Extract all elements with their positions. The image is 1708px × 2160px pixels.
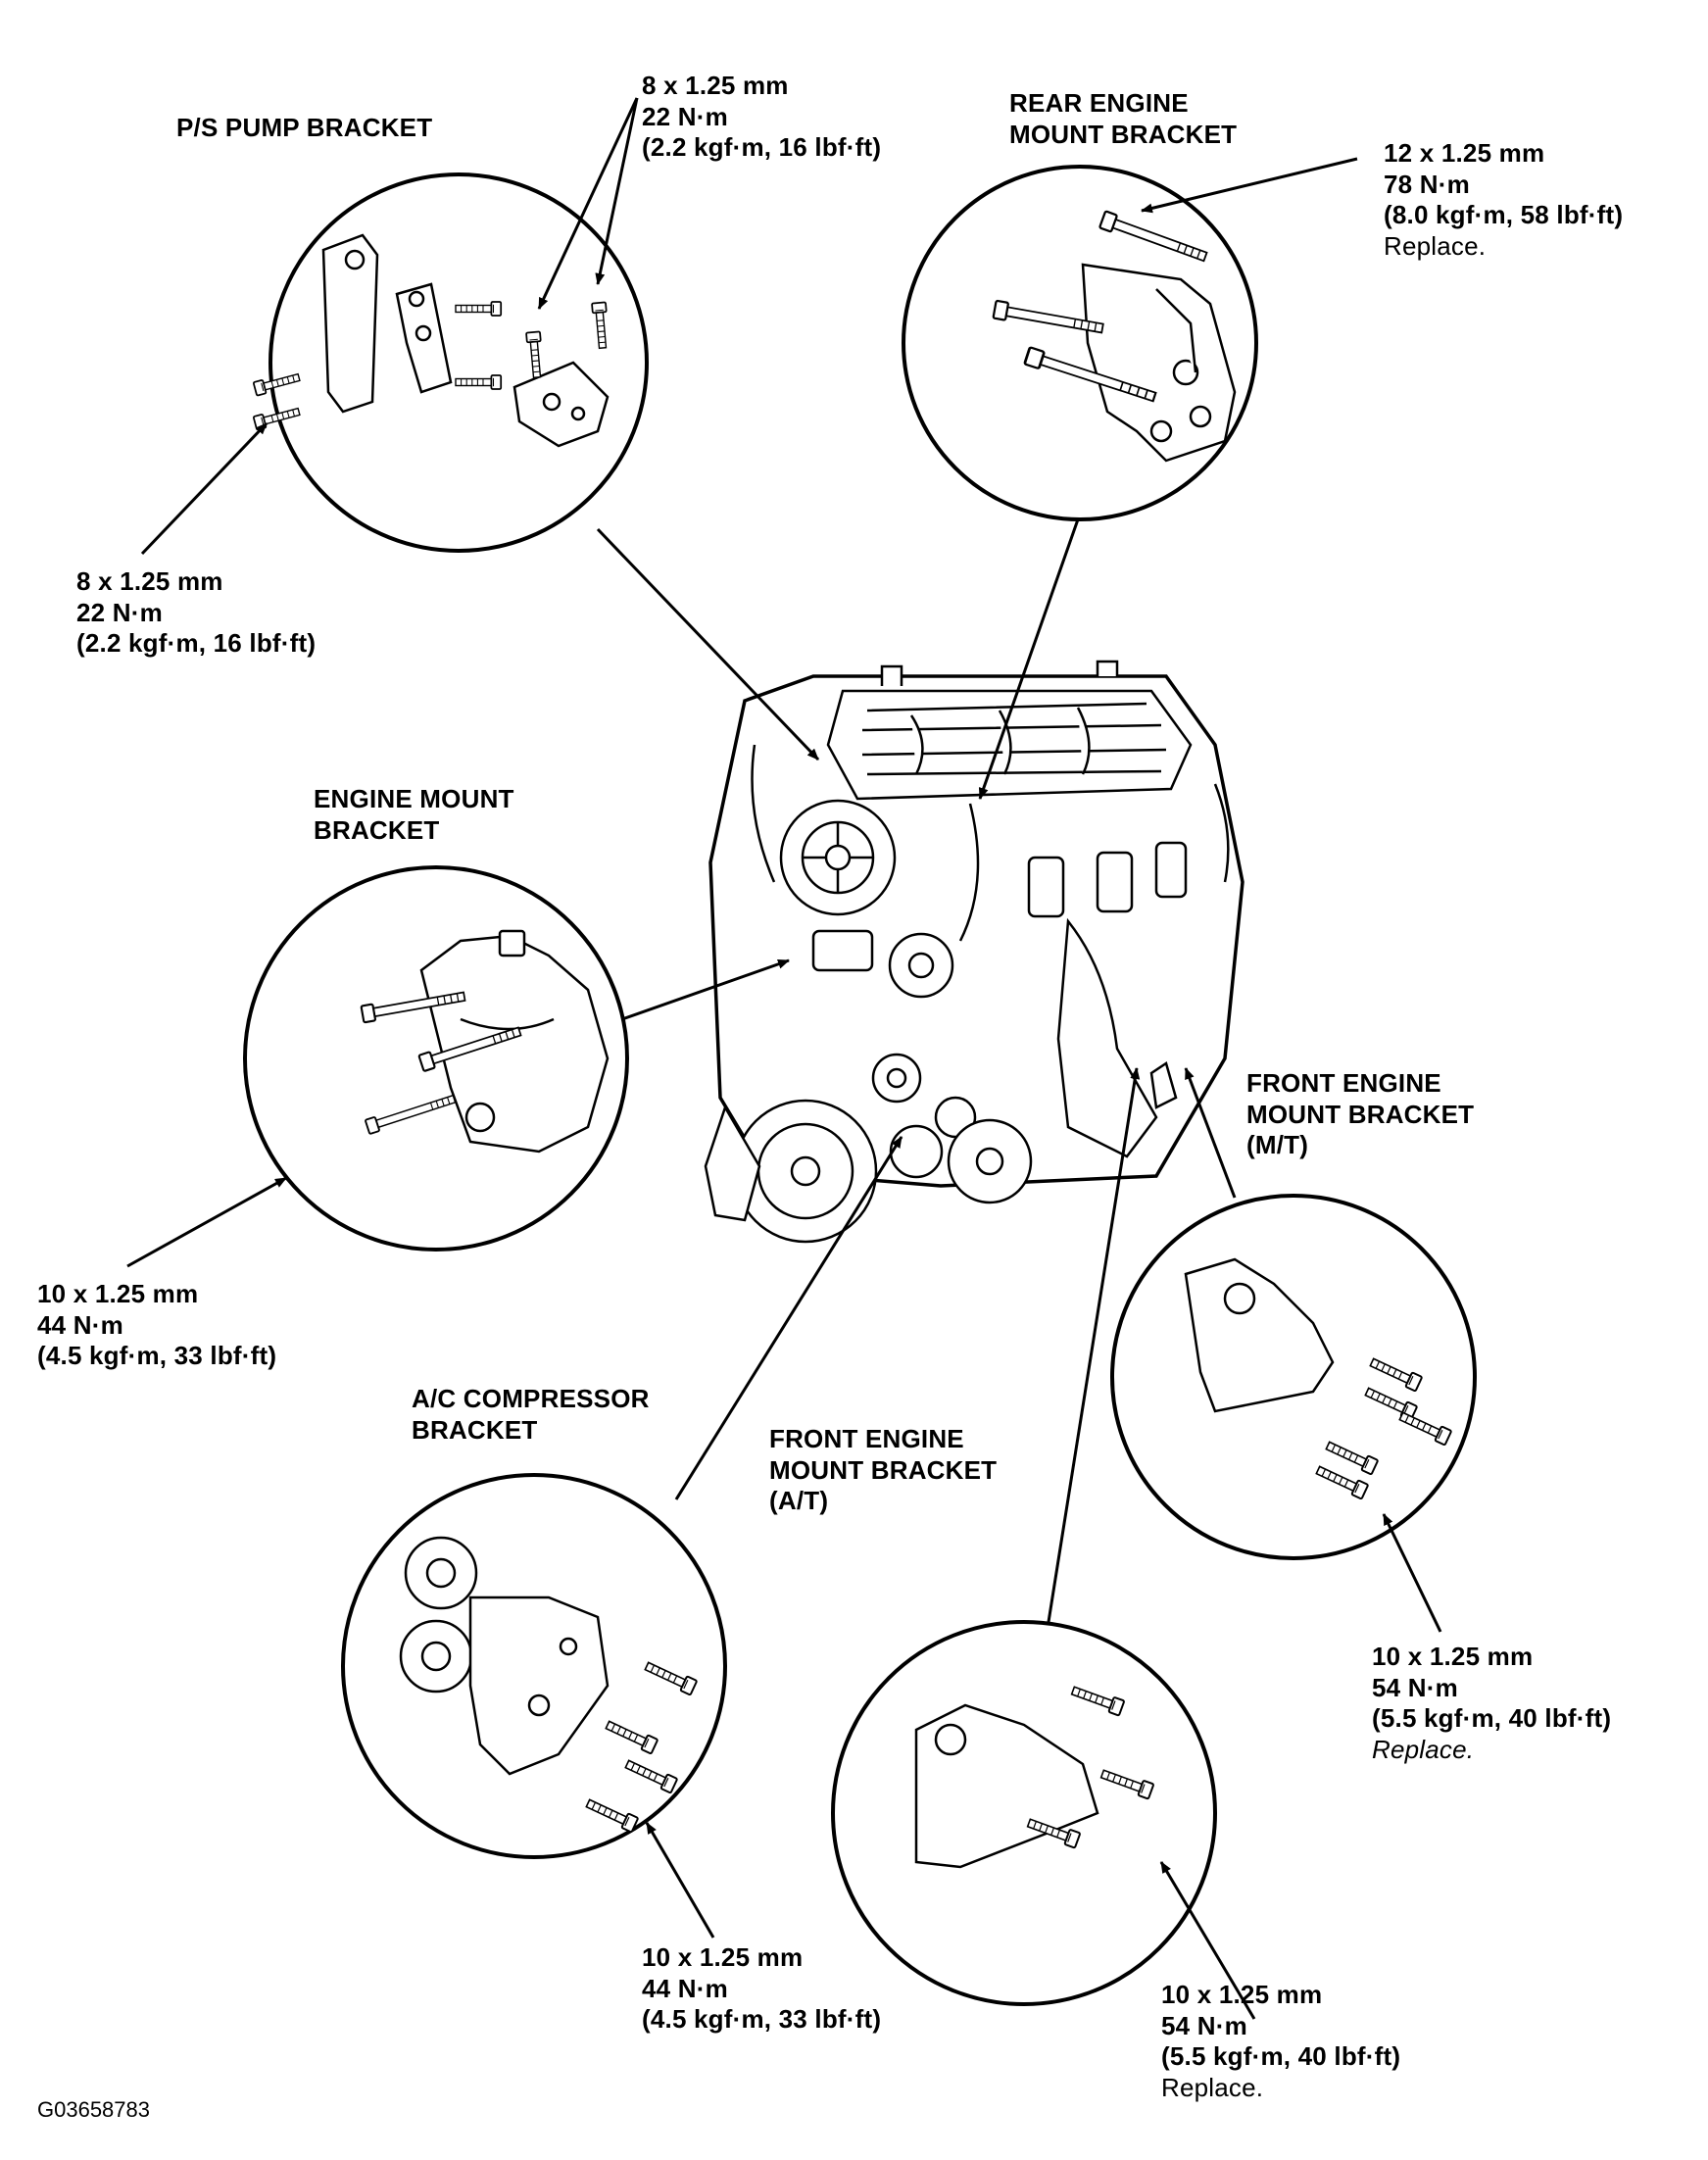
leader-ps-left-spec xyxy=(140,421,268,556)
spec-torque: 78 N·m xyxy=(1384,169,1470,199)
spec-torque: 44 N·m xyxy=(37,1309,123,1340)
leader-engine-mount-to-engine xyxy=(621,958,790,1021)
leader-engine-mount-spec xyxy=(126,1176,287,1268)
leader-mt-to-engine xyxy=(1184,1067,1237,1199)
front-at-spec: 10 x 1.25 mm 54 N·m (5.5 kgf·m, 40 lbf·f… xyxy=(1161,1980,1400,2104)
spec-torque: 54 N·m xyxy=(1161,2010,1247,2040)
engine-mount-spec: 10 x 1.25 mm 44 N·m (4.5 kgf·m, 33 lbf·f… xyxy=(37,1279,276,1372)
spec-size: 10 x 1.25 mm xyxy=(37,1279,199,1308)
rear-engine-mount-label: REAR ENGINE MOUNT BRACKET xyxy=(1009,88,1237,150)
rear-engine-mount-circle xyxy=(902,165,1258,521)
ac-compressor-spec: 10 x 1.25 mm 44 N·m (4.5 kgf·m, 33 lbf·f… xyxy=(642,1942,881,2036)
spec-size: 8 x 1.25 mm xyxy=(76,566,223,596)
ac-compressor-illustration xyxy=(399,1536,699,1834)
spec-alt: (2.2 kgf·m, 16 lbf·ft) xyxy=(76,628,317,659)
spec-size: 12 x 1.25 mm xyxy=(1384,138,1545,168)
spec-note: Replace. xyxy=(1384,231,1487,262)
ac-title-line1: A/C COMPRESSOR xyxy=(412,1384,650,1413)
rear-mount-title-line1: REAR ENGINE xyxy=(1009,88,1189,118)
spec-alt: (5.5 kgf·m, 40 lbf·ft) xyxy=(1372,1703,1612,1734)
engine-mount-title-line1: ENGINE MOUNT xyxy=(314,784,514,813)
front-at-mount-label: FRONT ENGINE MOUNT BRACKET (A/T) xyxy=(769,1424,997,1517)
front-mt-mount-illustration xyxy=(1184,1257,1453,1500)
spec-alt: (2.2 kgf·m, 16 lbf·ft) xyxy=(642,132,882,163)
rear-mount-spec: 12 x 1.25 mm 78 N·m (8.0 kgf·m, 58 lbf·f… xyxy=(1384,138,1623,263)
front-mt-title-line3: (M/T) xyxy=(1246,1130,1309,1160)
engine-illustration xyxy=(704,660,1244,1244)
figure-id: G03658783 xyxy=(37,2097,150,2122)
spec-alt: (8.0 kgf·m, 58 lbf·ft) xyxy=(1384,200,1624,230)
leader-at-spec xyxy=(1159,1861,1256,2020)
leader-ac-to-engine xyxy=(674,1136,903,1500)
leader-ps-to-engine xyxy=(596,527,820,761)
front-at-title-line3: (A/T) xyxy=(769,1486,829,1516)
ac-title-line2: BRACKET xyxy=(412,1414,538,1445)
front-at-title-line2: MOUNT BRACKET xyxy=(769,1454,998,1485)
engine-mount-bracket-label: ENGINE MOUNT BRACKET xyxy=(314,784,514,846)
ps-pump-bracket-title: P/S PUMP BRACKET xyxy=(176,113,433,142)
leader-ps-top-spec-a xyxy=(537,97,639,310)
spec-alt: (4.5 kgf·m, 33 lbf·ft) xyxy=(37,1341,277,1371)
engine-mount-title-line2: BRACKET xyxy=(314,814,440,845)
spec-torque: 22 N·m xyxy=(76,597,163,627)
ps-pump-bracket-label: P/S PUMP BRACKET xyxy=(176,113,432,144)
leader-at-to-engine xyxy=(1047,1067,1141,1623)
ac-compressor-circle xyxy=(341,1473,727,1859)
spec-note: Replace. xyxy=(1372,1735,1475,1765)
spec-note: Replace. xyxy=(1161,2073,1264,2103)
rear-engine-mount-illustration xyxy=(992,210,1237,463)
leader-ps-top-spec-b xyxy=(595,97,639,285)
leader-rear-to-engine xyxy=(978,518,1080,800)
spec-torque: 54 N·m xyxy=(1372,1672,1458,1702)
spec-size: 10 x 1.25 mm xyxy=(1161,1980,1323,2009)
front-engine-mount-mt-circle xyxy=(1110,1194,1477,1560)
leader-ac-spec xyxy=(645,1822,715,1939)
ac-compressor-bracket-label: A/C COMPRESSOR BRACKET xyxy=(412,1384,650,1446)
ps-top-spec: 8 x 1.25 mm 22 N·m (2.2 kgf·m, 16 lbf·ft… xyxy=(642,71,881,164)
spec-alt: (4.5 kgf·m, 33 lbf·ft) xyxy=(642,2004,882,2035)
front-at-mount-illustration xyxy=(914,1682,1155,1869)
engine-mount-illustration xyxy=(360,929,610,1154)
front-mt-title-line2: MOUNT BRACKET xyxy=(1246,1099,1475,1129)
front-engine-mount-at-circle xyxy=(831,1620,1217,2006)
front-at-title-line1: FRONT ENGINE xyxy=(769,1424,964,1453)
leader-mt-spec xyxy=(1382,1513,1442,1633)
spec-size: 8 x 1.25 mm xyxy=(642,71,789,100)
spec-torque: 22 N·m xyxy=(642,101,728,131)
spec-alt: (5.5 kgf·m, 40 lbf·ft) xyxy=(1161,2041,1401,2072)
front-mt-mount-label: FRONT ENGINE MOUNT BRACKET (M/T) xyxy=(1246,1068,1474,1161)
rear-mount-title-line2: MOUNT BRACKET xyxy=(1009,119,1238,149)
spec-size: 10 x 1.25 mm xyxy=(1372,1642,1534,1671)
ps-pump-bracket-circle xyxy=(268,172,649,553)
ps-left-spec: 8 x 1.25 mm 22 N·m (2.2 kgf·m, 16 lbf·ft… xyxy=(76,566,316,660)
leader-rear-spec xyxy=(1141,157,1358,214)
spec-size: 10 x 1.25 mm xyxy=(642,1942,804,1972)
spec-torque: 44 N·m xyxy=(642,1973,728,2003)
ps-pump-bracket-illustration xyxy=(252,233,610,448)
engine-mount-circle xyxy=(243,865,629,1252)
front-mt-title-line1: FRONT ENGINE xyxy=(1246,1068,1441,1098)
front-mt-spec: 10 x 1.25 mm 54 N·m (5.5 kgf·m, 40 lbf·f… xyxy=(1372,1642,1611,1766)
